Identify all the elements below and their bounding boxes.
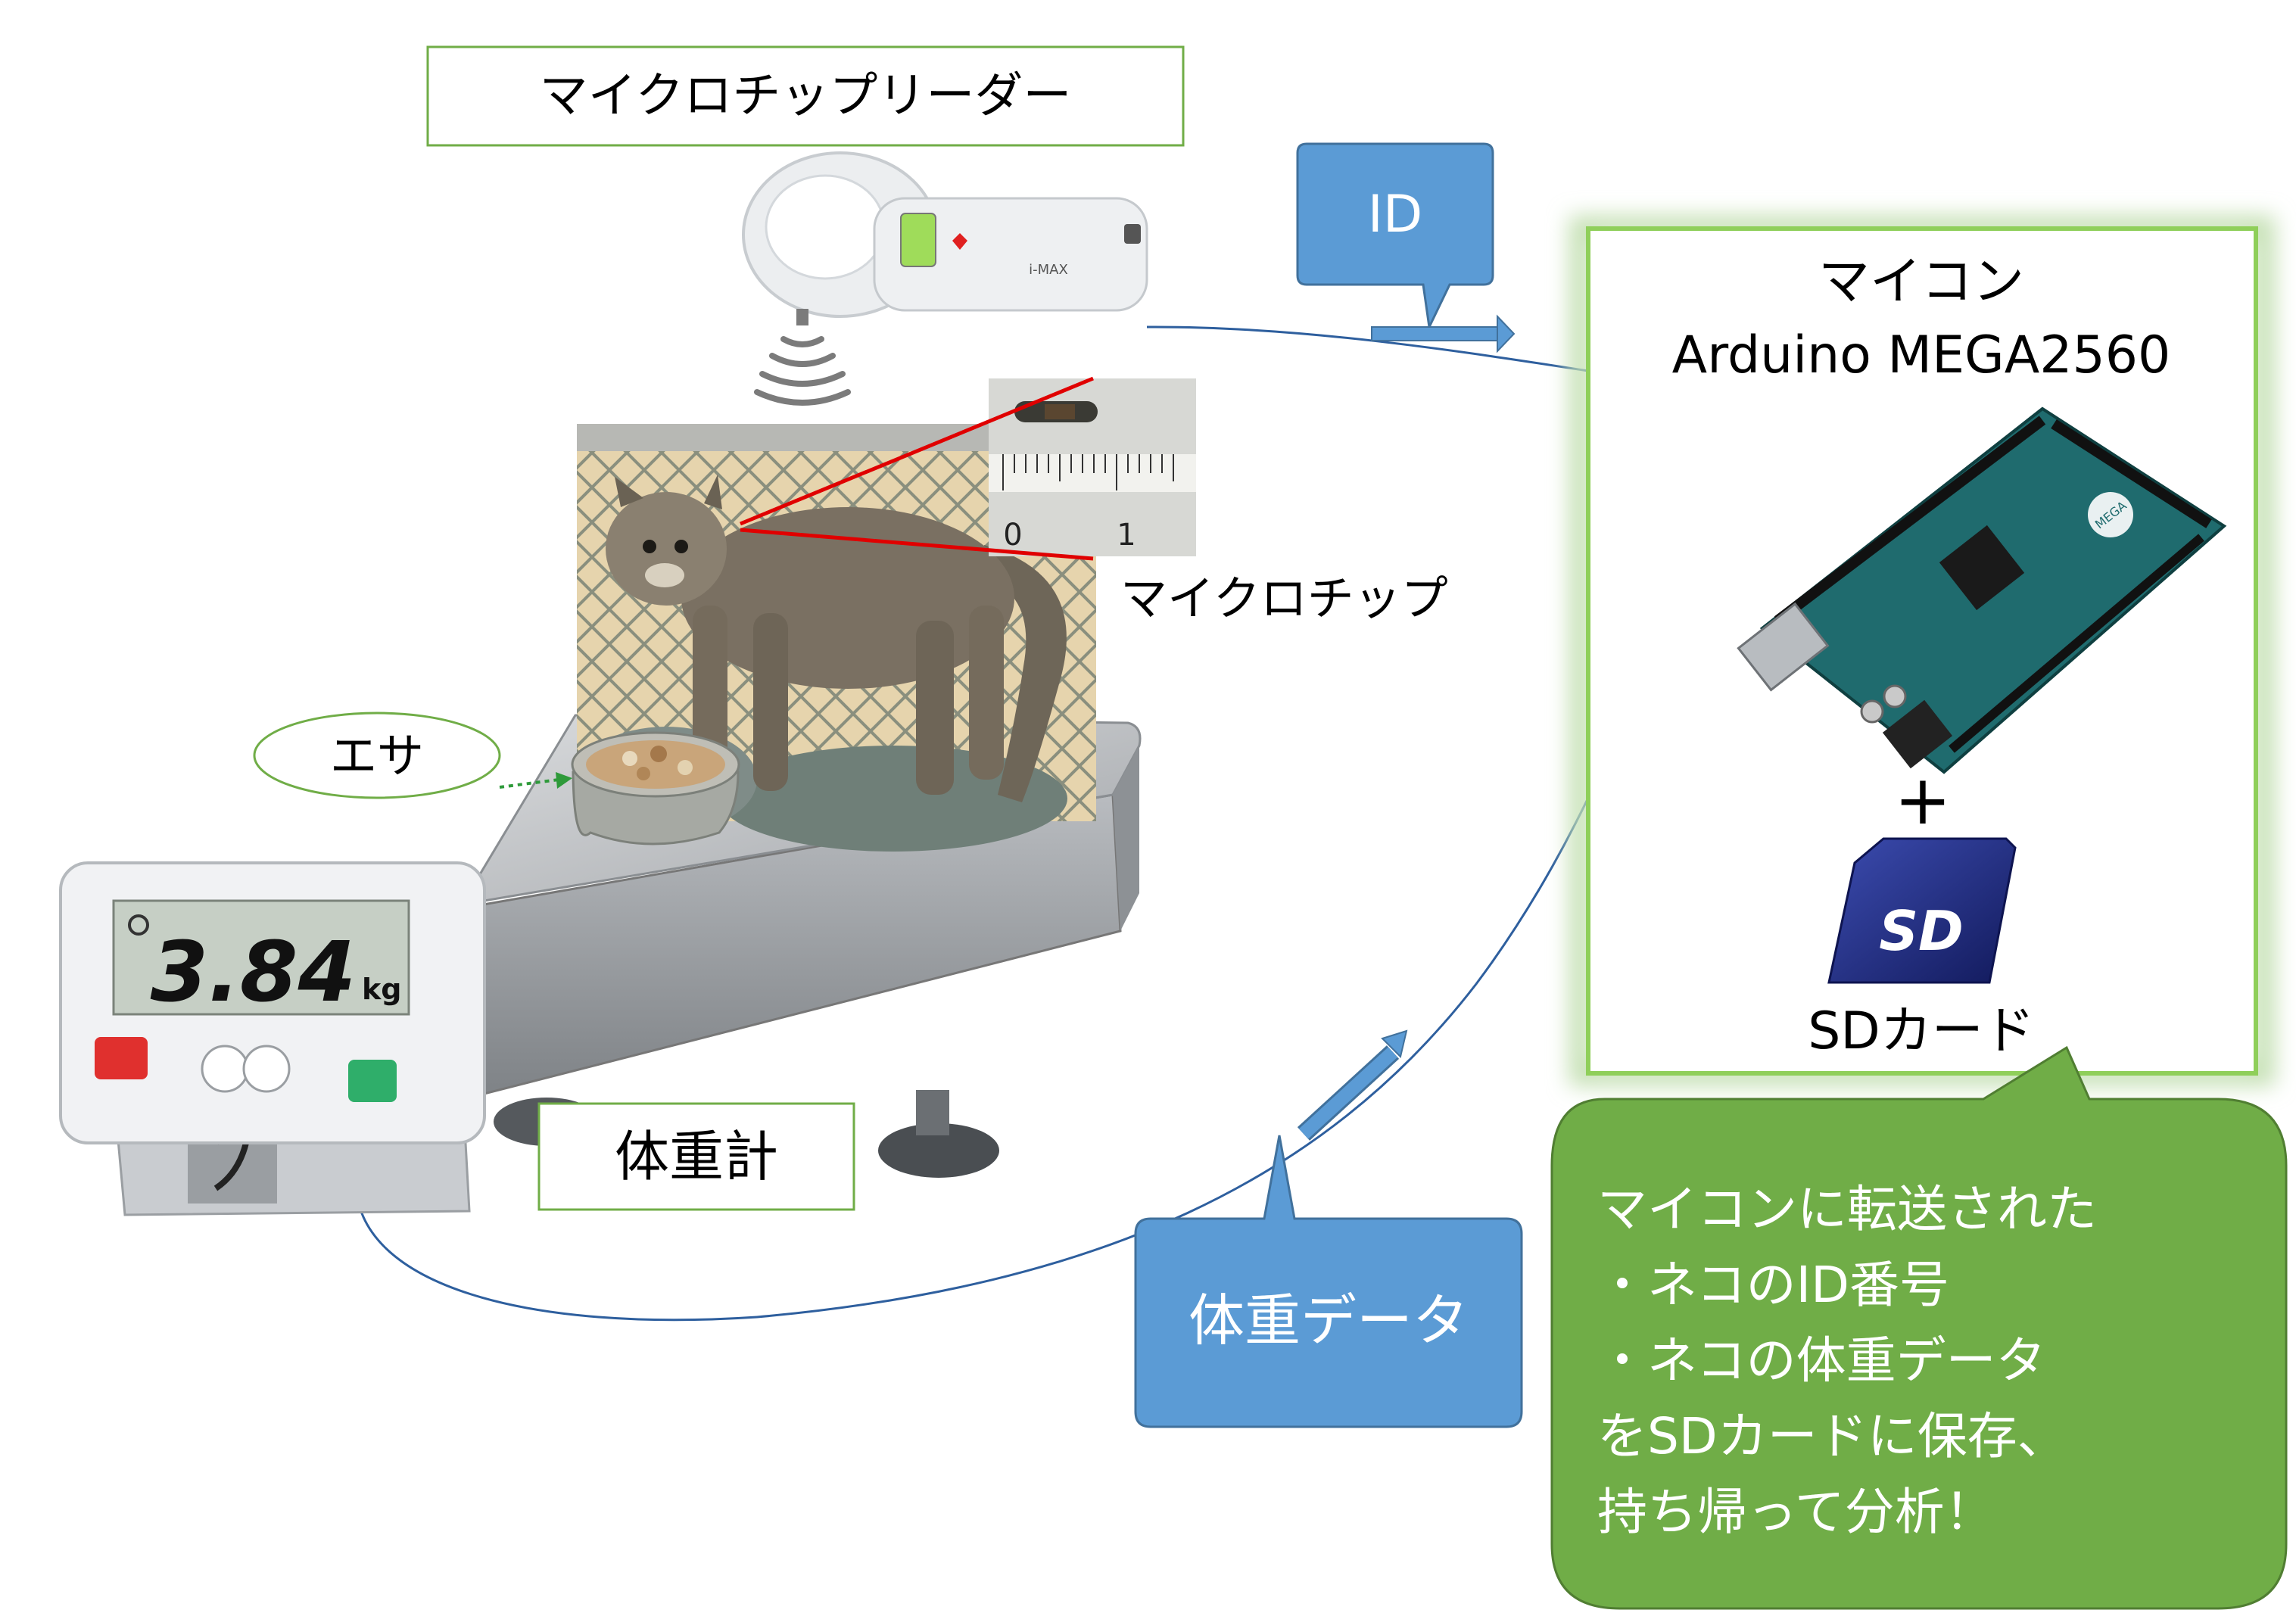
id-arrow (1371, 314, 1516, 353)
weight-data-callout: 体重データ (1134, 1135, 1523, 1428)
plus-sign: + (1894, 761, 1951, 840)
scale-unit: kg (362, 973, 401, 1006)
summary-callout: マイコンに転送された ・ネコのID番号 ・ネコの体重データ をSDカードに保存、… (1550, 1045, 2288, 1610)
scale-reading: 3.84 (151, 923, 356, 1020)
weight-callout-label: 体重データ (1188, 1288, 1469, 1353)
scale-indicator: 3.84 kg (59, 861, 486, 1216)
ruler-one: 1 (1117, 518, 1136, 553)
food-label-text: エサ (330, 728, 424, 783)
zoom-lines (740, 376, 1094, 561)
reader-brand: i-MAX (1029, 262, 1068, 278)
weight-arrow (1297, 1029, 1408, 1141)
food-label: エサ (253, 712, 501, 799)
summary-line-3: ・ネコの体重データ (1597, 1331, 2046, 1390)
mcu-model: Arduino MEGA2560 (1672, 325, 2171, 385)
arduino-board-icon: MEGA (1737, 406, 2227, 774)
food-pointer (499, 772, 572, 789)
sd-logo: SD (1879, 899, 1964, 963)
id-callout: ID (1296, 142, 1494, 332)
microchip-photo: 0 1 (989, 378, 1196, 556)
summary-line-5: 持ち帰って分析！ (1597, 1483, 1995, 1541)
reader-title: マイクロチップリーダー (540, 68, 1072, 124)
chip-label: マイクロチップ (1120, 571, 1448, 626)
reader-title-box: マイクロチップリーダー (426, 45, 1185, 147)
sd-card-icon: SD (1827, 837, 2017, 984)
summary-line-2: ・ネコのID番号 (1597, 1256, 1949, 1314)
food-bowl-icon (571, 731, 740, 845)
summary-line-1: マイコンに転送された (1597, 1180, 2097, 1238)
mcu-title: マイコン (1818, 252, 2024, 312)
scale-title-box: 体重計 (537, 1102, 855, 1211)
ruler-zero: 0 (1003, 518, 1022, 553)
handheld-rfid-reader-icon: i-MAX (742, 151, 1148, 318)
id-callout-label: ID (1368, 185, 1422, 244)
wireless-signal-icon (754, 309, 851, 406)
scale-title: 体重計 (615, 1125, 778, 1188)
summary-line-4: をSDカードに保存、 (1597, 1407, 2067, 1465)
sd-label: SDカード (1808, 1001, 2035, 1061)
